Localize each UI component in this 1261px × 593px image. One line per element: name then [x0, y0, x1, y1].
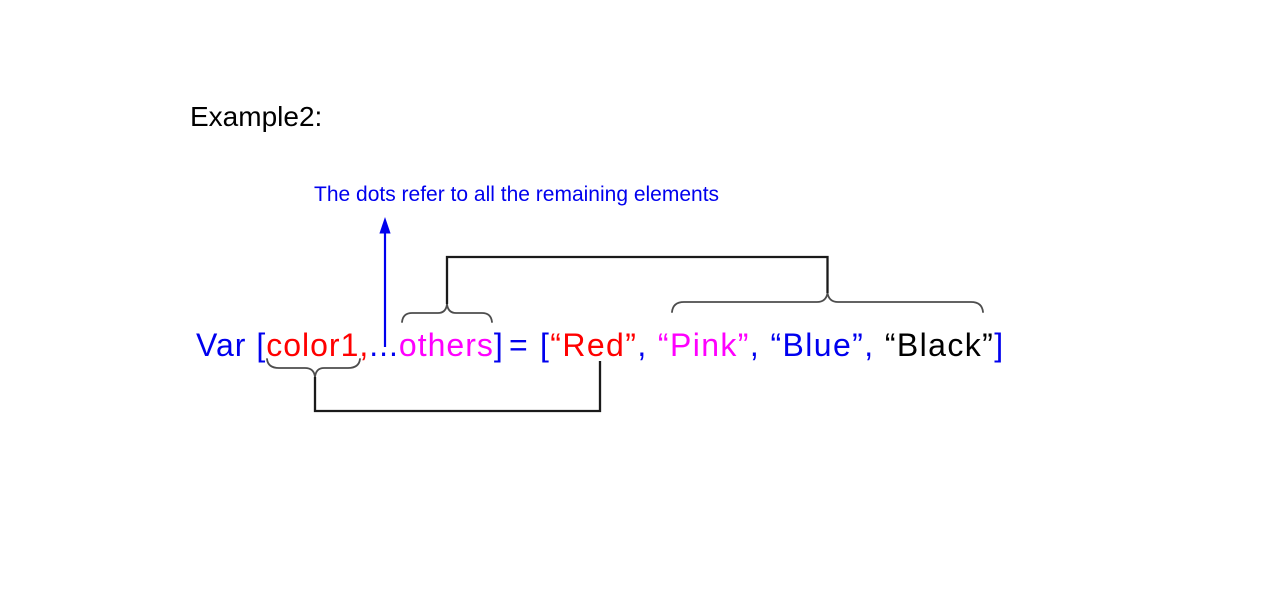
code-segment: “Black”	[884, 327, 995, 363]
code-segment: Var [	[196, 327, 267, 363]
code-segment: “Red”	[550, 327, 638, 363]
overbrace-array-tail	[671, 292, 984, 313]
code-segment: ,	[749, 327, 771, 363]
code-segment: “Pink”	[657, 327, 750, 363]
connector-top	[445, 255, 829, 304]
code-segment: “Blue”	[770, 327, 865, 363]
code-segment: ...	[369, 327, 399, 363]
page-title: Example2:	[190, 101, 323, 132]
code-segment: color1,	[266, 327, 370, 363]
code-segment: ]	[493, 327, 504, 363]
annotation-text: The dots refer to all the remaining elem…	[314, 183, 720, 206]
equals-sign: =	[509, 327, 528, 363]
overbrace-rest-elements	[401, 303, 493, 323]
code-segment: ,	[637, 327, 658, 363]
code-array-literal: [“Red”, “Pink”, “Blue”, “Black”]	[540, 329, 1005, 361]
code-segment: [	[540, 327, 551, 363]
code-segment: ]	[994, 327, 1005, 363]
connector-bottom	[313, 361, 602, 413]
code-segment: others	[398, 327, 494, 363]
code-declaration: Var [color1,...others]	[196, 329, 504, 361]
code-segment: ,	[864, 327, 885, 363]
